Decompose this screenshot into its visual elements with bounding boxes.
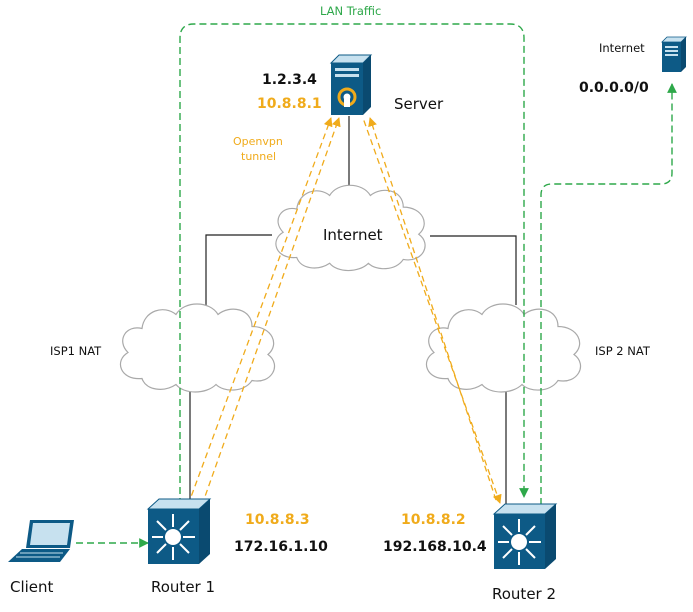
lan-traffic-label: LAN Traffic	[320, 4, 381, 18]
tunnel-router2-a	[368, 117, 497, 501]
router1-lan-ip: 172.16.1.10	[234, 539, 328, 555]
client-label: Client	[10, 578, 54, 596]
internet-server-icon	[661, 36, 687, 72]
internet-node-label: Internet	[599, 41, 645, 55]
server-vpn-ip: 10.8.8.1	[257, 96, 322, 112]
openvpn-tunnels	[187, 117, 502, 506]
openvpn-tunnel-label-line1: Openvpn	[233, 135, 283, 148]
router1-label: Router 1	[151, 578, 215, 596]
router2-switch-icon	[492, 503, 558, 569]
lan-traffic-to-internet	[540, 83, 677, 505]
tunnel-router1-b	[201, 117, 341, 506]
server-public-ip: 1.2.3.4	[262, 72, 317, 88]
lan-traffic-path	[76, 23, 677, 548]
server-label: Server	[394, 95, 444, 113]
laptop-icon	[8, 520, 74, 562]
router2-lan-ip: 192.168.10.4	[383, 539, 487, 555]
isp1-label: ISP1 NAT	[50, 344, 102, 358]
router1-switch-icon	[146, 498, 212, 564]
link-internet-isp2	[430, 235, 517, 305]
cloud-isp2	[425, 303, 582, 393]
default-route-label: 0.0.0.0/0	[579, 80, 649, 96]
cloud-isp1	[119, 303, 276, 393]
router2-label: Router 2	[492, 585, 556, 603]
physical-links	[189, 116, 517, 505]
tunnel-router1-a	[187, 117, 333, 506]
link-internet-isp1	[205, 234, 272, 305]
isp2-label: ISP 2 NAT	[595, 344, 651, 358]
internet-cloud-label: Internet	[323, 226, 383, 244]
router1-vpn-ip: 10.8.8.3	[245, 512, 310, 528]
tunnel-router2-b	[362, 117, 502, 504]
openvpn-tunnel-label-line2: tunnel	[241, 150, 276, 163]
router2-vpn-ip: 10.8.8.2	[401, 512, 466, 528]
server-tower-icon	[329, 54, 373, 115]
